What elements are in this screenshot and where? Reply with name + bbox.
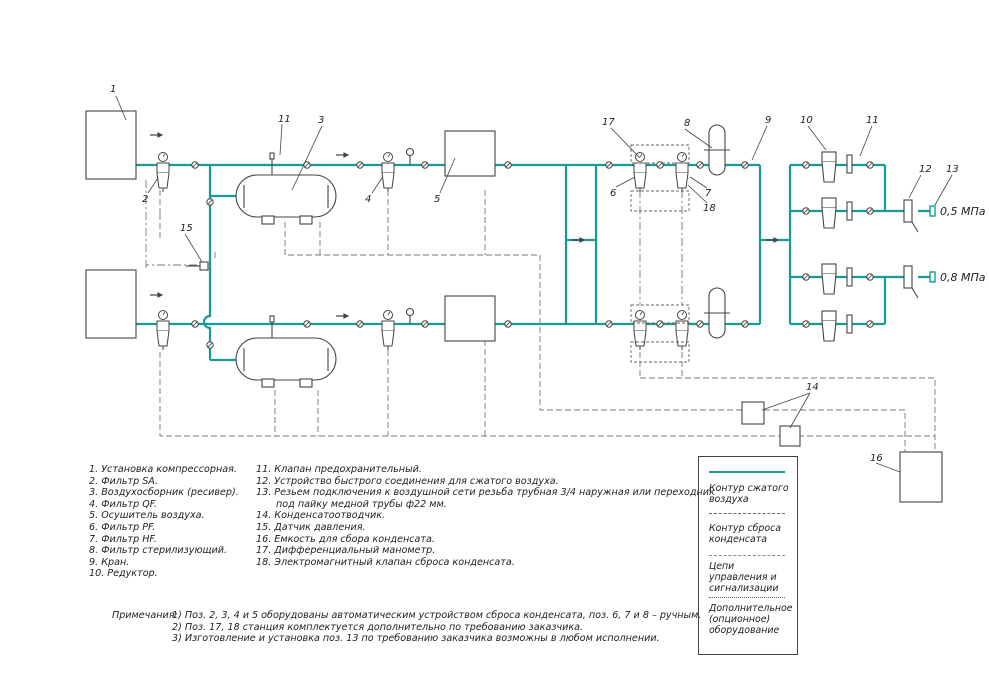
leader-lines xyxy=(115,95,953,473)
callout-9: 9 xyxy=(765,115,771,126)
legend-item: 3. Воздухосборник (ресивер). xyxy=(89,487,239,499)
callout-3: 3 xyxy=(318,115,324,126)
key-label-air: Контур сжатого воздуха xyxy=(709,483,789,505)
key-label-drain: Контур сброса конденсата xyxy=(709,523,781,545)
key-label-optional: Дополнительное (опционное) оборудование xyxy=(709,603,793,636)
legend-item: 16. Емкость для сбора конденсата. xyxy=(256,533,435,545)
callout-14: 14 xyxy=(806,382,819,393)
callout-17: 17 xyxy=(602,117,615,128)
callout-15: 15 xyxy=(180,223,193,234)
condensate-drain-1 xyxy=(741,401,765,425)
callout-10: 10 xyxy=(800,115,813,126)
callout-5: 5 xyxy=(434,194,440,205)
drain-circuit xyxy=(159,190,936,452)
callout-6: 6 xyxy=(610,188,616,199)
callout-2: 2 xyxy=(142,194,148,205)
note-item: 2) Поз. 17, 18 станция комплектуется доп… xyxy=(172,621,584,633)
callout-8: 8 xyxy=(684,118,690,129)
condensate-vessel xyxy=(899,451,943,503)
callout-13: 13 xyxy=(946,164,959,175)
callout-7: 7 xyxy=(705,188,712,199)
callout-labels: 1 2 3 4 5 6 7 8 9 10 11 11 12 13 14 15 1… xyxy=(110,84,959,464)
note-item: 1) Поз. 2, 3, 4 и 5 оборудованы автомати… xyxy=(172,610,702,621)
condensate-drain-2 xyxy=(779,425,801,447)
outlet-label-bottom: 0,8 МПа xyxy=(940,271,986,284)
legend-item: 11. Клапан предохранительный. xyxy=(256,464,422,475)
legend-item: 10. Редуктор. xyxy=(89,568,158,580)
legend-item: 9. Кран. xyxy=(89,556,130,568)
callout-11a: 11 xyxy=(278,114,291,125)
dryer-top xyxy=(444,130,496,177)
receiver-bottom xyxy=(235,337,337,381)
outlet-label-top: 0,5 МПа xyxy=(940,205,986,218)
callout-16: 16 xyxy=(870,453,883,464)
legend-right: 11. Клапан предохранительный. 12. Устрой… xyxy=(256,464,715,568)
outlet-connectors xyxy=(929,205,936,283)
legend-item: 1. Установка компрессорная. xyxy=(89,464,237,475)
legend-item: 17. Дифференциальный манометр. xyxy=(256,545,436,557)
legend-item: 18. Электромагнитный клапан сброса конде… xyxy=(256,556,515,568)
callout-11b: 11 xyxy=(866,115,879,126)
legend-item: 4. Фильтр QF. xyxy=(89,498,158,510)
pressure-sensor xyxy=(199,261,209,271)
callout-1: 1 xyxy=(110,84,116,95)
compressor-top xyxy=(85,110,137,180)
legend-item: 14. Конденсатоотводчик. xyxy=(256,510,386,522)
control-circuit xyxy=(145,180,683,305)
note-item: 3) Изготовление и установка поз. 13 по т… xyxy=(172,633,660,645)
quick-coupler-top xyxy=(903,199,913,223)
receiver-top xyxy=(235,174,337,218)
notes-label: Примечания: xyxy=(112,610,178,621)
legend-item: 13. Резьем подключения к воздушной сети … xyxy=(256,487,715,499)
key-label-control: Цепи управления и сигнализации xyxy=(709,561,779,594)
key-line-optional xyxy=(709,597,785,598)
key-line-control xyxy=(709,555,785,556)
legend-item: 5. Осушитель воздуха. xyxy=(89,510,205,522)
legend-item: 7. Фильтр HF. xyxy=(89,533,157,545)
legend-item: 12. Устройство быстрого соединения для с… xyxy=(256,475,559,487)
compressor-bottom xyxy=(85,269,137,339)
equipment xyxy=(85,110,943,503)
line-type-key: Контур сжатого воздуха Контур сброса кон… xyxy=(698,456,798,655)
legend-item: 15. Датчик давления. xyxy=(256,521,366,533)
quick-coupler-bottom xyxy=(903,265,913,289)
key-line-drain xyxy=(709,513,785,514)
dryer-bottom xyxy=(444,295,496,342)
key-line-air xyxy=(709,471,785,473)
legend-item: 8. Фильтр стерилизующий. xyxy=(89,545,228,557)
legend-item: под пайку медной трубы ф22 мм. xyxy=(276,498,447,510)
legend-item: 6. Фильтр PF. xyxy=(89,521,156,533)
notes-block: Примечания: 1) Поз. 2, 3, 4 и 5 оборудов… xyxy=(112,610,701,645)
callout-4: 4 xyxy=(365,194,371,205)
callout-18: 18 xyxy=(703,203,716,214)
callout-12: 12 xyxy=(919,164,932,175)
legend-item: 2. Фильтр SA. xyxy=(89,475,159,487)
legend-left: 1. Установка компрессорная. 2. Фильтр SA… xyxy=(89,464,239,580)
